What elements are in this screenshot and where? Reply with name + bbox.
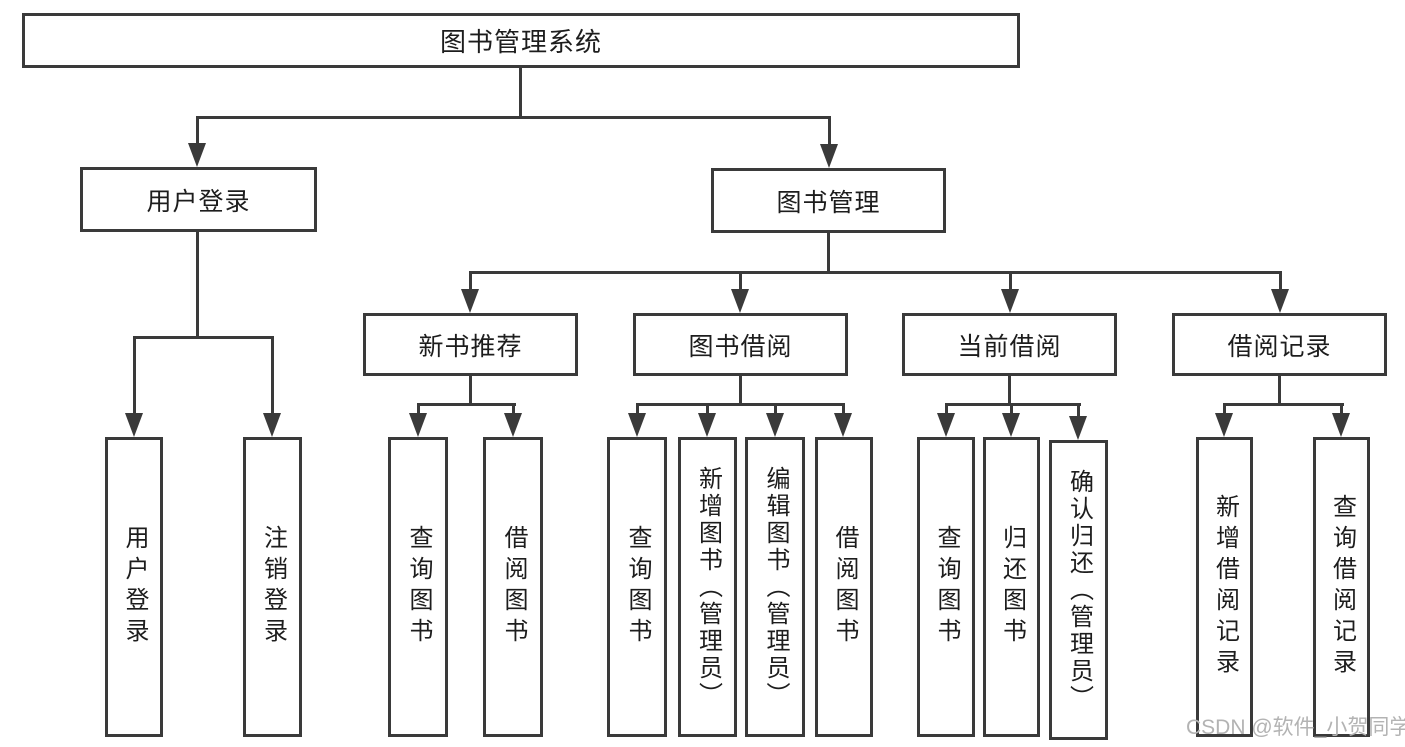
leaf-nb-query-books-label: 查询图书 — [405, 525, 432, 649]
connector-line — [636, 403, 845, 406]
leaf-bb-edit-books-admin: 编辑图书（管理员） — [745, 437, 805, 737]
leaf-cb-return-books: 归还图书 — [983, 437, 1040, 737]
connector-line — [706, 404, 709, 418]
node-new-book-recommend: 新书推荐 — [363, 313, 578, 376]
leaf-cb-confirm-return-admin-label: 确认归还（管理员） — [1065, 468, 1093, 712]
connector-line — [271, 337, 274, 417]
leaf-br-add-record-label: 新增借阅记录 — [1211, 494, 1239, 680]
connector-line — [1223, 404, 1226, 418]
connector-line — [519, 67, 522, 117]
node-book-borrow: 图书借阅 — [633, 313, 848, 376]
leaf-bb-query-books-label: 查询图书 — [624, 525, 651, 649]
leaf-user-login-label: 用户登录 — [121, 525, 148, 649]
leaf-bb-add-books-admin-label: 新增图书（管理员） — [694, 465, 722, 709]
leaf-nb-query-books: 查询图书 — [388, 437, 448, 737]
arrow-down-icon — [1002, 413, 1020, 437]
leaf-user-login: 用户登录 — [105, 437, 163, 737]
connector-line — [417, 404, 420, 418]
arrow-down-icon — [820, 144, 838, 168]
node-book-borrow-label: 图书借阅 — [688, 332, 793, 361]
leaf-cb-return-books-label: 归还图书 — [998, 525, 1026, 649]
connector-line — [1340, 404, 1343, 418]
leaf-nb-borrow-books: 借阅图书 — [483, 437, 543, 737]
connector-line — [945, 404, 948, 418]
arrow-down-icon — [1001, 289, 1019, 313]
leaf-logout: 注销登录 — [243, 437, 302, 737]
node-library-system-label: 图书管理系统 — [439, 27, 602, 57]
node-new-book-recommend-label: 新书推荐 — [418, 332, 523, 361]
arrow-down-icon — [461, 289, 479, 313]
connector-line — [945, 403, 1081, 406]
connector-line — [842, 404, 845, 418]
connector-line — [827, 233, 830, 273]
connector-line — [636, 404, 639, 418]
connector-line — [1010, 404, 1013, 418]
node-borrow-records: 借阅记录 — [1172, 313, 1387, 376]
connector-line — [739, 376, 742, 405]
csdn-watermark: CSDN @软件_小贺同学 — [1186, 716, 1405, 739]
leaf-cb-query-books-label: 查询图书 — [933, 525, 960, 649]
node-book-management: 图书管理 — [711, 168, 946, 233]
arrow-down-icon — [1069, 416, 1087, 440]
node-current-borrow: 当前借阅 — [902, 313, 1117, 376]
leaf-bb-borrow-books: 借阅图书 — [815, 437, 873, 737]
connector-line — [828, 117, 831, 147]
connector-line — [469, 272, 472, 294]
leaf-br-add-record: 新增借阅记录 — [1196, 437, 1253, 737]
connector-line — [469, 376, 472, 405]
connector-line — [196, 116, 831, 119]
connector-line — [1223, 403, 1344, 406]
arrow-down-icon — [1332, 413, 1350, 437]
leaf-bb-borrow-books-label: 借阅图书 — [831, 525, 858, 649]
leaf-logout-label: 注销登录 — [259, 525, 287, 649]
leaf-nb-borrow-books-label: 借阅图书 — [500, 525, 527, 649]
arrow-down-icon — [504, 413, 522, 437]
leaf-bb-edit-books-admin-label: 编辑图书（管理员） — [762, 465, 789, 709]
leaf-cb-query-books: 查询图书 — [917, 437, 975, 737]
node-library-system: 图书管理系统 — [22, 13, 1020, 68]
node-user-login: 用户登录 — [80, 167, 317, 232]
arrow-down-icon — [698, 413, 716, 437]
arrow-down-icon — [834, 413, 852, 437]
arrow-down-icon — [628, 413, 646, 437]
arrow-down-icon — [937, 413, 955, 437]
arrow-down-icon — [409, 413, 427, 437]
leaf-cb-confirm-return-admin: 确认归还（管理员） — [1049, 440, 1108, 740]
node-book-management-label: 图书管理 — [776, 188, 881, 217]
connector-line — [774, 404, 777, 418]
leaf-bb-add-books-admin: 新增图书（管理员） — [678, 437, 737, 737]
connector-line — [133, 337, 136, 417]
arrow-down-icon — [125, 413, 143, 437]
connector-line — [1009, 272, 1012, 294]
connector-line — [196, 232, 199, 338]
connector-line — [133, 336, 274, 339]
leaf-bb-query-books: 查询图书 — [607, 437, 667, 737]
connector-line — [1279, 272, 1282, 294]
leaf-br-query-record-label: 查询借阅记录 — [1328, 494, 1356, 680]
arrow-down-icon — [766, 413, 784, 437]
connector-line — [196, 117, 199, 147]
connector-line — [512, 404, 515, 418]
connector-line — [417, 403, 516, 406]
connector-line — [1077, 404, 1080, 418]
arrow-down-icon — [1215, 413, 1233, 437]
connector-line — [469, 271, 1282, 274]
connector-line — [739, 272, 742, 294]
node-borrow-records-label: 借阅记录 — [1227, 332, 1332, 361]
arrow-down-icon — [188, 143, 206, 167]
connector-line — [1008, 376, 1011, 405]
connector-line — [1278, 376, 1281, 405]
leaf-br-query-record: 查询借阅记录 — [1313, 437, 1370, 737]
arrow-down-icon — [731, 289, 749, 313]
arrow-down-icon — [1271, 289, 1289, 313]
node-current-borrow-label: 当前借阅 — [957, 332, 1062, 361]
arrow-down-icon — [263, 413, 281, 437]
node-user-login-label: 用户登录 — [146, 187, 251, 216]
